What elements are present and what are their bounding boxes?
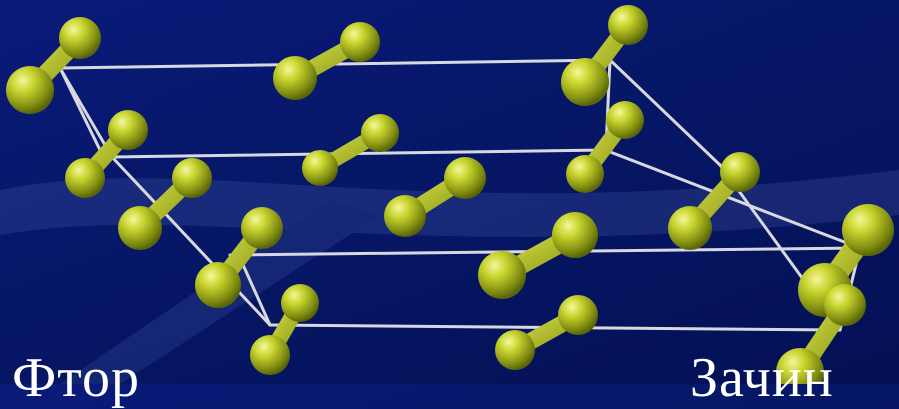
f2-molecule: [65, 110, 148, 198]
fluorine-atom: [108, 110, 148, 150]
fluorine-atom: [776, 348, 824, 384]
caption-left: Фтор: [12, 347, 140, 409]
f2-molecule: [250, 284, 319, 375]
fluorine-atom: [842, 204, 894, 256]
fluorine-atom: [384, 195, 426, 237]
fluorine-atom: [552, 212, 598, 258]
f2-molecule: [384, 157, 486, 237]
f2-molecule: [302, 114, 399, 186]
fluorine-atom: [444, 157, 486, 199]
f2-molecule: [6, 17, 101, 114]
f2-molecules: [6, 5, 894, 384]
fluorine-atom: [495, 330, 535, 370]
f2-molecule: [273, 22, 380, 100]
fluorine-atom: [65, 158, 105, 198]
fluorine-crystal-lattice-illustration: [0, 5, 899, 384]
fluorine-atom: [302, 150, 338, 186]
caption-right: Зачин: [690, 347, 834, 409]
fluorine-atom: [558, 295, 598, 335]
fluorine-atom: [561, 58, 609, 106]
fluorine-atom: [668, 206, 712, 250]
fluorine-atom: [241, 207, 283, 249]
fluorine-atom: [172, 158, 212, 198]
fluorine-atom: [606, 101, 644, 139]
f2-molecule: [566, 101, 644, 193]
f2-molecule: [478, 212, 598, 299]
fluorine-atom: [6, 66, 54, 114]
f2-molecule: [798, 204, 894, 317]
f2-molecule: [495, 295, 598, 370]
fluorine-atom: [118, 206, 162, 250]
f2-molecule: [195, 207, 283, 308]
fluorine-atom: [720, 152, 760, 192]
fluorine-atom: [824, 284, 866, 326]
f2-molecule: [118, 158, 212, 250]
fluorine-atom: [566, 155, 604, 193]
fluorine-atom: [250, 335, 290, 375]
f2-molecule: [561, 5, 648, 106]
fluorine-atom: [340, 22, 380, 62]
fluorine-atom: [361, 114, 399, 152]
fluorine-atom: [195, 262, 241, 308]
fluorine-atom: [608, 5, 648, 45]
fluorine-atom: [478, 251, 526, 299]
fluorine-atom: [273, 56, 317, 100]
fluorine-atom: [281, 284, 319, 322]
f2-molecule: [668, 152, 760, 250]
f2-molecule: [776, 284, 866, 384]
fluorine-atom: [59, 17, 101, 59]
